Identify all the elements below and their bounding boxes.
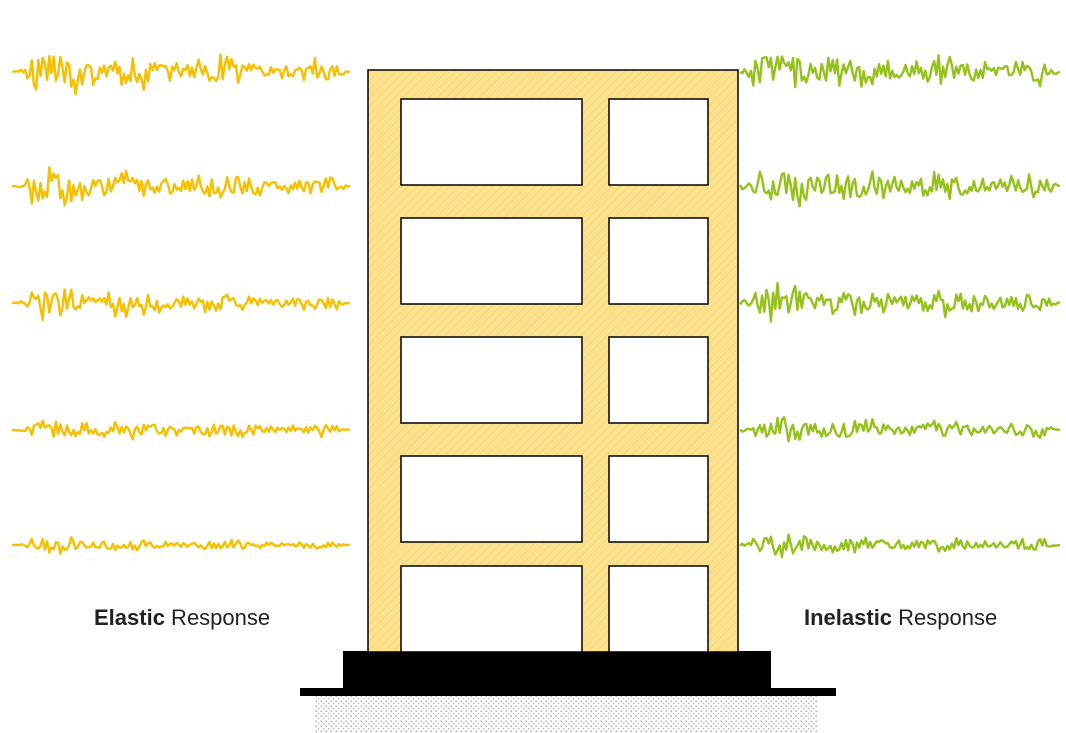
window <box>608 565 709 653</box>
response-trace-floor-3 <box>738 281 1061 323</box>
response-trace-floor-4 <box>738 170 1061 208</box>
window <box>608 98 709 186</box>
response-trace-floor-3 <box>11 288 351 322</box>
inelastic-response-word: Response <box>892 605 998 630</box>
window-openings <box>400 98 709 653</box>
inelastic-label: Inelastic <box>804 605 893 630</box>
inelastic-response-traces <box>738 54 1061 559</box>
ground-soil <box>315 695 817 733</box>
window <box>608 455 709 543</box>
window <box>608 217 709 305</box>
ground-line <box>300 688 836 696</box>
inelastic-response-caption: Inelastic Response <box>804 600 997 636</box>
response-trace-floor-5 <box>739 54 1061 89</box>
foundation <box>343 651 771 689</box>
response-trace-floor-5 <box>11 53 351 96</box>
response-trace-floor-4 <box>11 166 351 207</box>
response-trace-floor-1 <box>739 533 1061 559</box>
elastic-label: Elastic <box>94 605 165 630</box>
window <box>400 217 583 305</box>
elastic-response-caption: Elastic Response <box>94 600 270 636</box>
response-trace-floor-2 <box>11 419 351 441</box>
response-trace-floor-1 <box>11 536 351 555</box>
elastic-response-traces <box>11 53 351 555</box>
window <box>400 565 583 653</box>
window <box>400 455 583 543</box>
elastic-response-word: Response <box>164 605 271 630</box>
window <box>608 336 709 424</box>
window <box>400 336 583 424</box>
response-trace-floor-2 <box>739 416 1061 443</box>
window <box>400 98 583 186</box>
